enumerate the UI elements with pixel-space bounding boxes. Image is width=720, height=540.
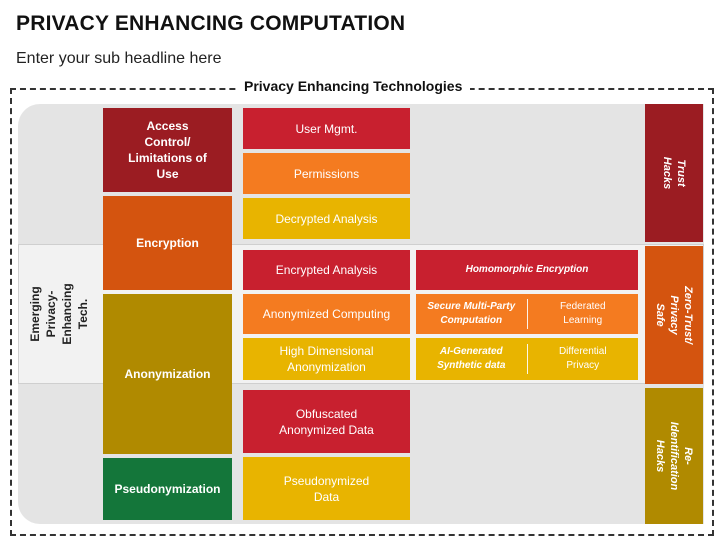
category-encryption: Encryption [103, 196, 232, 290]
emerging-differential: Differential Privacy [528, 338, 639, 380]
technique-user-mgmt-label: User Mgmt. [295, 121, 358, 136]
category-pseudonymization: Pseudonymization [103, 458, 232, 520]
category-encryption-label: Encryption [136, 236, 199, 250]
emerging-smpc: Secure Multi-Party Computation [416, 294, 527, 334]
technique-permissions: Permissions [243, 153, 410, 194]
emerging-divider [526, 344, 528, 374]
emerging-ai-synthetic-label: AI-Generated Synthetic data [437, 346, 506, 371]
technique-anonymized-computing: Anonymized Computing [243, 294, 410, 334]
side-zero-trust: Zero-Trust/ Privacy Safe [645, 246, 703, 384]
emerging-homomorphic: Homomorphic Encryption [416, 250, 638, 290]
emerging-federated: Federated Learning [528, 294, 639, 334]
page-subtitle: Enter your sub headline here [16, 50, 222, 67]
technique-decrypted-analysis: Decrypted Analysis [243, 198, 410, 239]
technique-permissions-label: Permissions [293, 166, 360, 181]
emerging-band-label-text: Emerging Privacy-Enhancing Tech. [28, 283, 90, 345]
side-zero-trust-label: Zero-Trust/ Privacy Safe [654, 286, 694, 344]
category-pseudonymization-label: Pseudonymization [114, 482, 221, 496]
technique-pseudonymized: Pseudonymized Data [243, 457, 410, 520]
emerging-ai-synthetic: AI-Generated Synthetic data [416, 338, 527, 380]
technique-user-mgmt: User Mgmt. [243, 108, 410, 149]
technique-encrypted-analysis-label: Encrypted Analysis [275, 263, 378, 277]
technique-encrypted-analysis: Encrypted Analysis [243, 250, 410, 290]
emerging-federated-label: Federated Learning [559, 301, 606, 326]
emerging-differential-label: Differential Privacy [558, 346, 607, 371]
technique-decrypted-analysis-label: Decrypted Analysis [275, 211, 378, 226]
category-access-control: Access Control/ Limitations of Use [103, 108, 232, 192]
section-title: Privacy Enhancing Technologies [236, 78, 471, 94]
emerging-yellow-row: AI-Generated Synthetic data Differential… [416, 338, 638, 380]
emerging-band-label: Emerging Privacy-Enhancing Tech. [18, 244, 100, 384]
emerging-homomorphic-label: Homomorphic Encryption [465, 264, 589, 275]
technique-obfuscated-label: Obfuscated Anonymized Data [279, 406, 374, 437]
side-trust-hacks: Trust Hacks [645, 104, 703, 242]
technique-high-dimensional: High Dimensional Anonymization [243, 338, 410, 380]
emerging-smpc-label: Secure Multi-Party Computation [427, 301, 516, 326]
side-reid-hacks-label: Re-Identification Hacks [654, 421, 694, 491]
technique-obfuscated: Obfuscated Anonymized Data [243, 390, 410, 453]
technique-high-dimensional-label: High Dimensional Anonymization [279, 344, 374, 374]
side-trust-hacks-label: Trust Hacks [661, 156, 687, 190]
technique-pseudonymized-label: Pseudonymized Data [283, 473, 370, 504]
emerging-orange-row: Secure Multi-Party Computation Federated… [416, 294, 638, 334]
side-reid-hacks: Re-Identification Hacks [645, 388, 703, 524]
emerging-divider [526, 299, 528, 329]
category-anonymization-label: Anonymization [124, 367, 211, 381]
category-anonymization: Anonymization [103, 294, 232, 454]
technique-anonymized-computing-label: Anonymized Computing [262, 307, 391, 321]
page-title: PRIVACY ENHANCING COMPUTATION [16, 12, 406, 35]
category-access-control-label: Access Control/ Limitations of Use [128, 119, 207, 181]
